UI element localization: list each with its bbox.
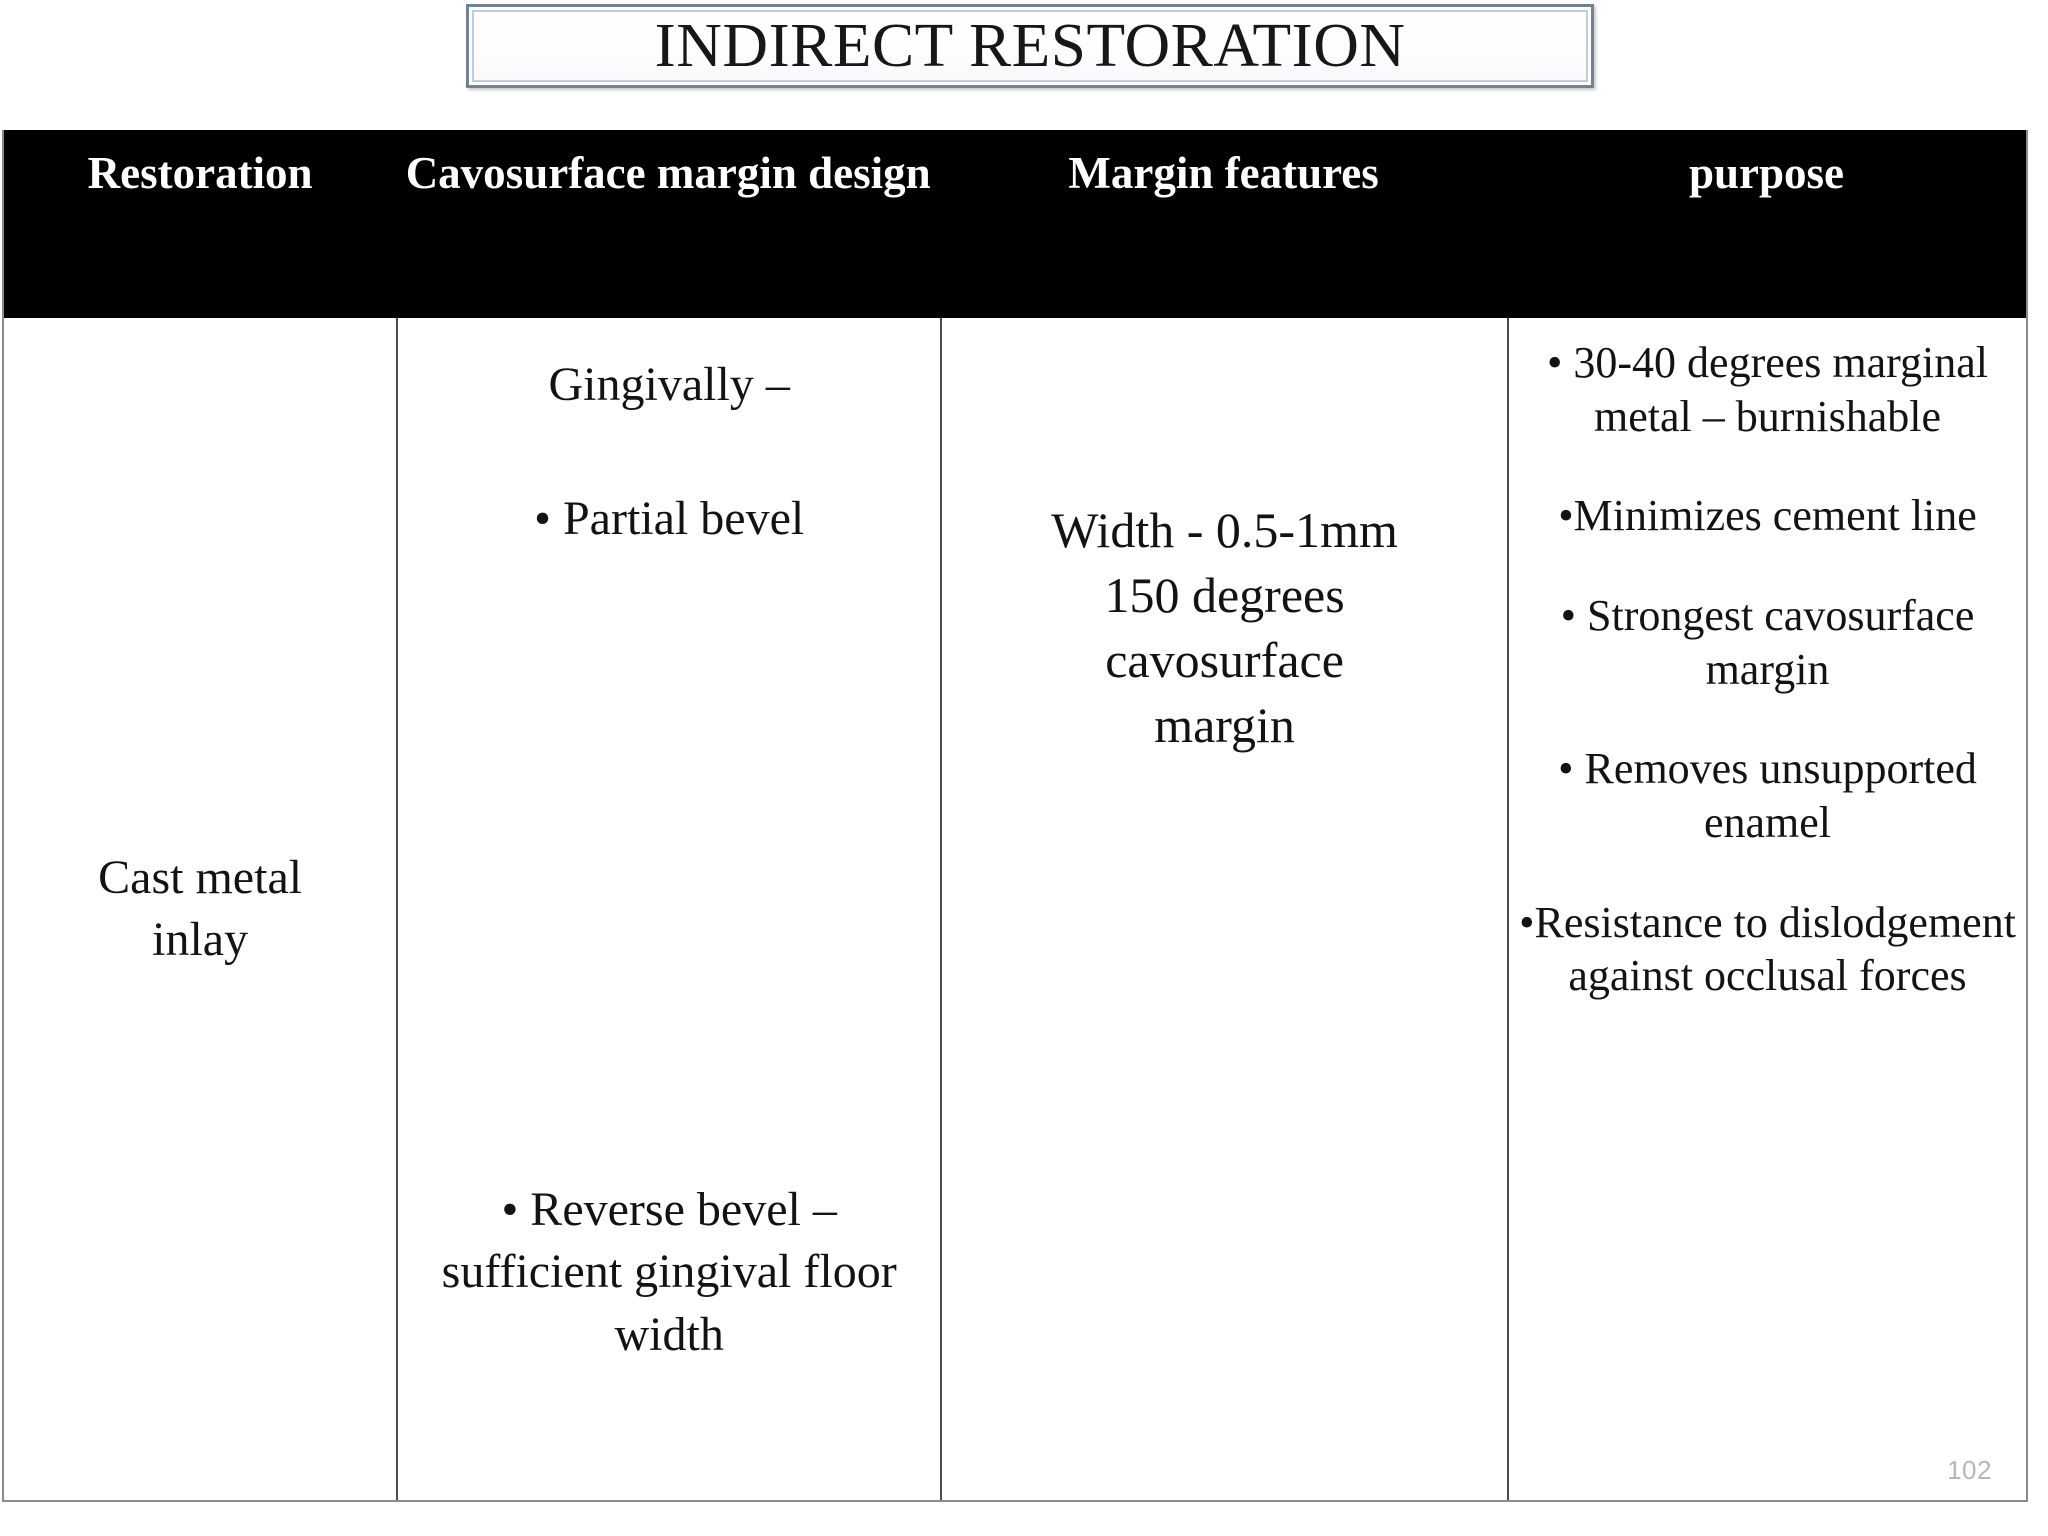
margin-features-line-4: margin [1154, 697, 1295, 753]
cell-margin-features: Width - 0.5-1mm 150 degrees cavosurface … [940, 318, 1507, 1500]
purpose-bullet-2: •Minimizes cement line [1558, 491, 1977, 541]
table-row: Cast metal inlay Gingivally – • Partial … [4, 318, 2026, 1500]
column-header-cavosurface-margin-design: Cavosurface margin design [405, 148, 931, 198]
restoration-line-2: inlay [152, 913, 249, 966]
column-header-margin-features: Margin features [1068, 148, 1379, 198]
restoration-table: Restoration Cavosurface margin design Ma… [2, 130, 2028, 1502]
column-header-purpose: purpose [1688, 148, 1845, 198]
cell-cavosurface-margin-design: Gingivally – • Partial bevel • Reverse b… [396, 318, 940, 1500]
purpose-bullet-5: •Resistance to dislodgement against occl… [1519, 897, 2016, 1001]
purpose-bullet-4: • Removes unsupported enamel [1558, 744, 1977, 848]
page-number: 102 [1947, 1455, 1992, 1486]
title-area: INDIRECT RESTORATION [0, 0, 2048, 120]
margin-features-line-2: 150 degrees [1104, 567, 1345, 623]
cell-purpose: • 30-40 degrees marginal metal – burnish… [1507, 318, 2026, 1500]
cavosurface-bullet-1: • Partial bevel [534, 492, 805, 546]
margin-features-line-3: cavosurface [1105, 632, 1344, 688]
purpose-bullet-1: • 30-40 degrees marginal metal – burnish… [1546, 338, 1988, 441]
margin-features-line-1: Width - 0.5-1mm [1051, 502, 1398, 558]
table-header-row: Restoration Cavosurface margin design Ma… [4, 130, 2026, 318]
column-header-restoration: Restoration [87, 148, 313, 198]
purpose-bullet-3: • Strongest cavosurface margin [1560, 591, 1975, 694]
cell-restoration: Cast metal inlay [4, 318, 396, 1500]
title-box: INDIRECT RESTORATION [466, 4, 1594, 88]
page-title: INDIRECT RESTORATION [654, 12, 1406, 80]
restoration-line-1: Cast metal [98, 850, 303, 904]
cavosurface-heading: Gingivally – [548, 358, 790, 411]
cavosurface-bullet-2: • Reverse bevel – sufficient gingival fl… [441, 1182, 897, 1361]
